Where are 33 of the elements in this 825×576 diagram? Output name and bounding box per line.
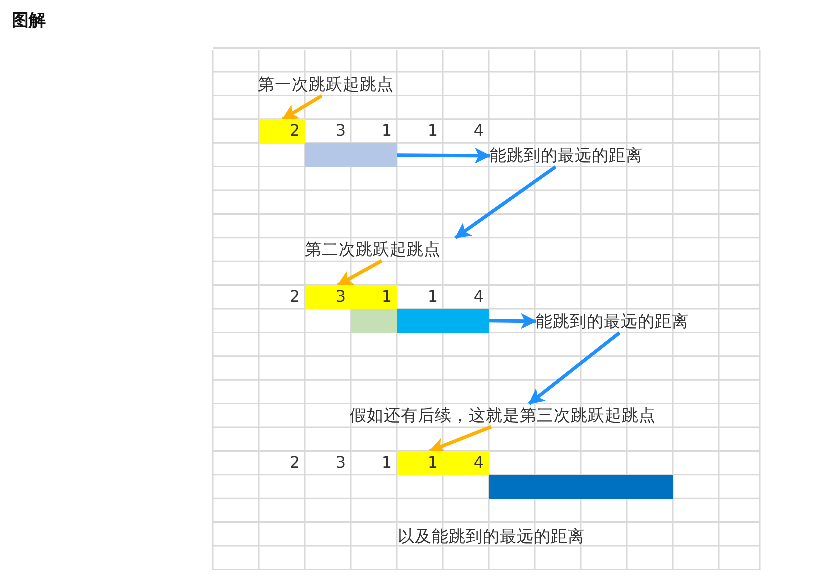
- callout-text: 假如还有后续，这就是第三次跳跃起跳点: [350, 404, 695, 427]
- cell-value: 1: [426, 286, 439, 308]
- cell-value: 1: [380, 452, 393, 474]
- title-text: 图解: [12, 10, 46, 32]
- callout-text: 能跳到的最远的距离: [490, 144, 668, 167]
- highlighted-cell: 1: [397, 451, 443, 475]
- range-bar: [397, 309, 489, 333]
- arrow: [429, 425, 492, 454]
- arrow: [528, 332, 621, 406]
- cell-value: 2: [288, 286, 301, 308]
- arrow: [396, 148, 491, 164]
- arrow: [337, 259, 383, 287]
- cell-value: 2: [288, 452, 301, 474]
- cell-value: 3: [334, 452, 347, 474]
- cell-value: 3: [334, 120, 347, 142]
- range-bar: [305, 143, 397, 167]
- cell-value: 1: [426, 120, 439, 142]
- arrow: [488, 313, 537, 330]
- callout-text: 第一次跳跃起跳点: [258, 73, 420, 96]
- range-bar: [351, 309, 397, 333]
- cell-value: 1: [380, 120, 393, 142]
- highlighted-cell: 3: [305, 285, 351, 309]
- range-bar: [489, 474, 673, 499]
- callout-text: 能跳到的最远的距离: [536, 310, 714, 333]
- cell-value: 4: [472, 120, 485, 142]
- callout-text: 第二次跳跃起跳点: [305, 238, 467, 261]
- cell-value: 4: [472, 286, 485, 308]
- highlighted-cell: 2: [259, 119, 305, 144]
- highlighted-cell: 1: [351, 285, 397, 309]
- arrow: [282, 94, 323, 121]
- arrow: [454, 166, 557, 240]
- highlighted-cell: 4: [443, 451, 489, 475]
- caption-text: 以及能跳到的最远的距离: [398, 526, 585, 548]
